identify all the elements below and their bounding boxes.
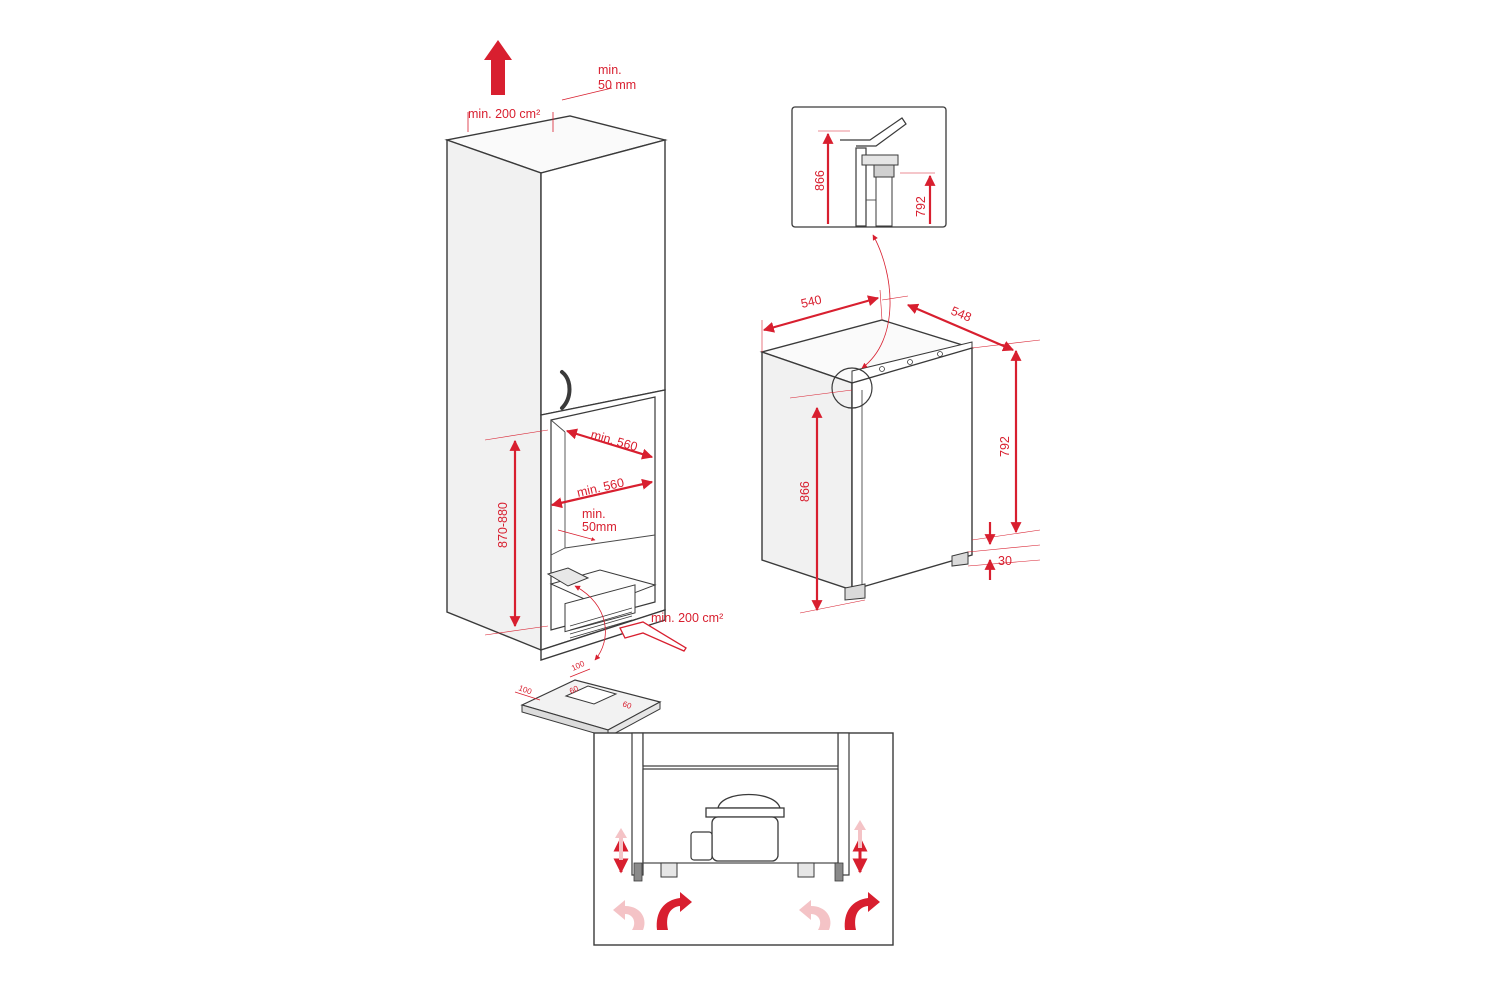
airflow-up-arrow-icon — [467, 40, 554, 132]
appliance-front — [851, 347, 973, 591]
curved-airflow-arrow-icon — [613, 892, 880, 930]
appliance-depth-dimension — [906, 303, 1015, 352]
floor-plate-dim-3: 60 — [568, 684, 580, 696]
top-vent-label: min. 200 cm² — [468, 107, 540, 121]
appliance-width-dimension — [762, 295, 880, 333]
cabinet-drawing — [444, 115, 668, 661]
top-gap-dimension — [561, 87, 613, 101]
niche-width-dimension-2 — [550, 478, 654, 509]
rear-gap-label-line2: 50mm — [582, 520, 617, 534]
floor-vent-opening — [546, 567, 590, 587]
appliance-drawing — [759, 319, 975, 601]
floor-detail-link-arrow — [574, 585, 606, 661]
appliance-depth-label: 548 — [949, 304, 974, 325]
rear-gap-dimension — [557, 529, 596, 541]
detail-body-height-label: 792 — [914, 196, 928, 217]
niche-width-dimension-1 — [565, 428, 654, 460]
floor-plate-dim-2: 100 — [570, 659, 586, 673]
niche-height-label: 870-880 — [496, 502, 510, 548]
bottom-vent-label: min. 200 cm² — [651, 611, 723, 625]
rear-gap-label-line1: min. — [582, 507, 606, 521]
airflow-in-arrow-icon — [619, 621, 687, 652]
compressor-icon — [690, 793, 785, 862]
floor-plate-dim-4: 60 — [621, 699, 633, 711]
hinge-detail-circle — [831, 367, 873, 409]
appliance-height-label: 866 — [798, 481, 812, 502]
top-gap-label-line2: 50 mm — [598, 78, 636, 92]
cabinet-side-panel — [446, 139, 542, 652]
appliance-width-label: 540 — [800, 293, 824, 311]
foot-height-label: 30 — [998, 554, 1012, 568]
door-handle — [560, 370, 572, 410]
appliance-body-height-label: 792 — [998, 436, 1012, 457]
floor-plate-dim-1: 100 — [517, 683, 533, 696]
cabinet-door — [540, 139, 666, 416]
appliance-side-panel — [761, 351, 853, 591]
hinge-detail: 866 792 — [791, 106, 947, 228]
detail-height-label: 866 — [813, 170, 827, 191]
plinth-airflow-detail — [593, 732, 894, 946]
top-gap-label-line1: min. — [598, 63, 622, 77]
hinge-detail-link-arrow — [861, 234, 891, 369]
floor-plate-detail: 100 100 60 60 — [514, 659, 662, 738]
